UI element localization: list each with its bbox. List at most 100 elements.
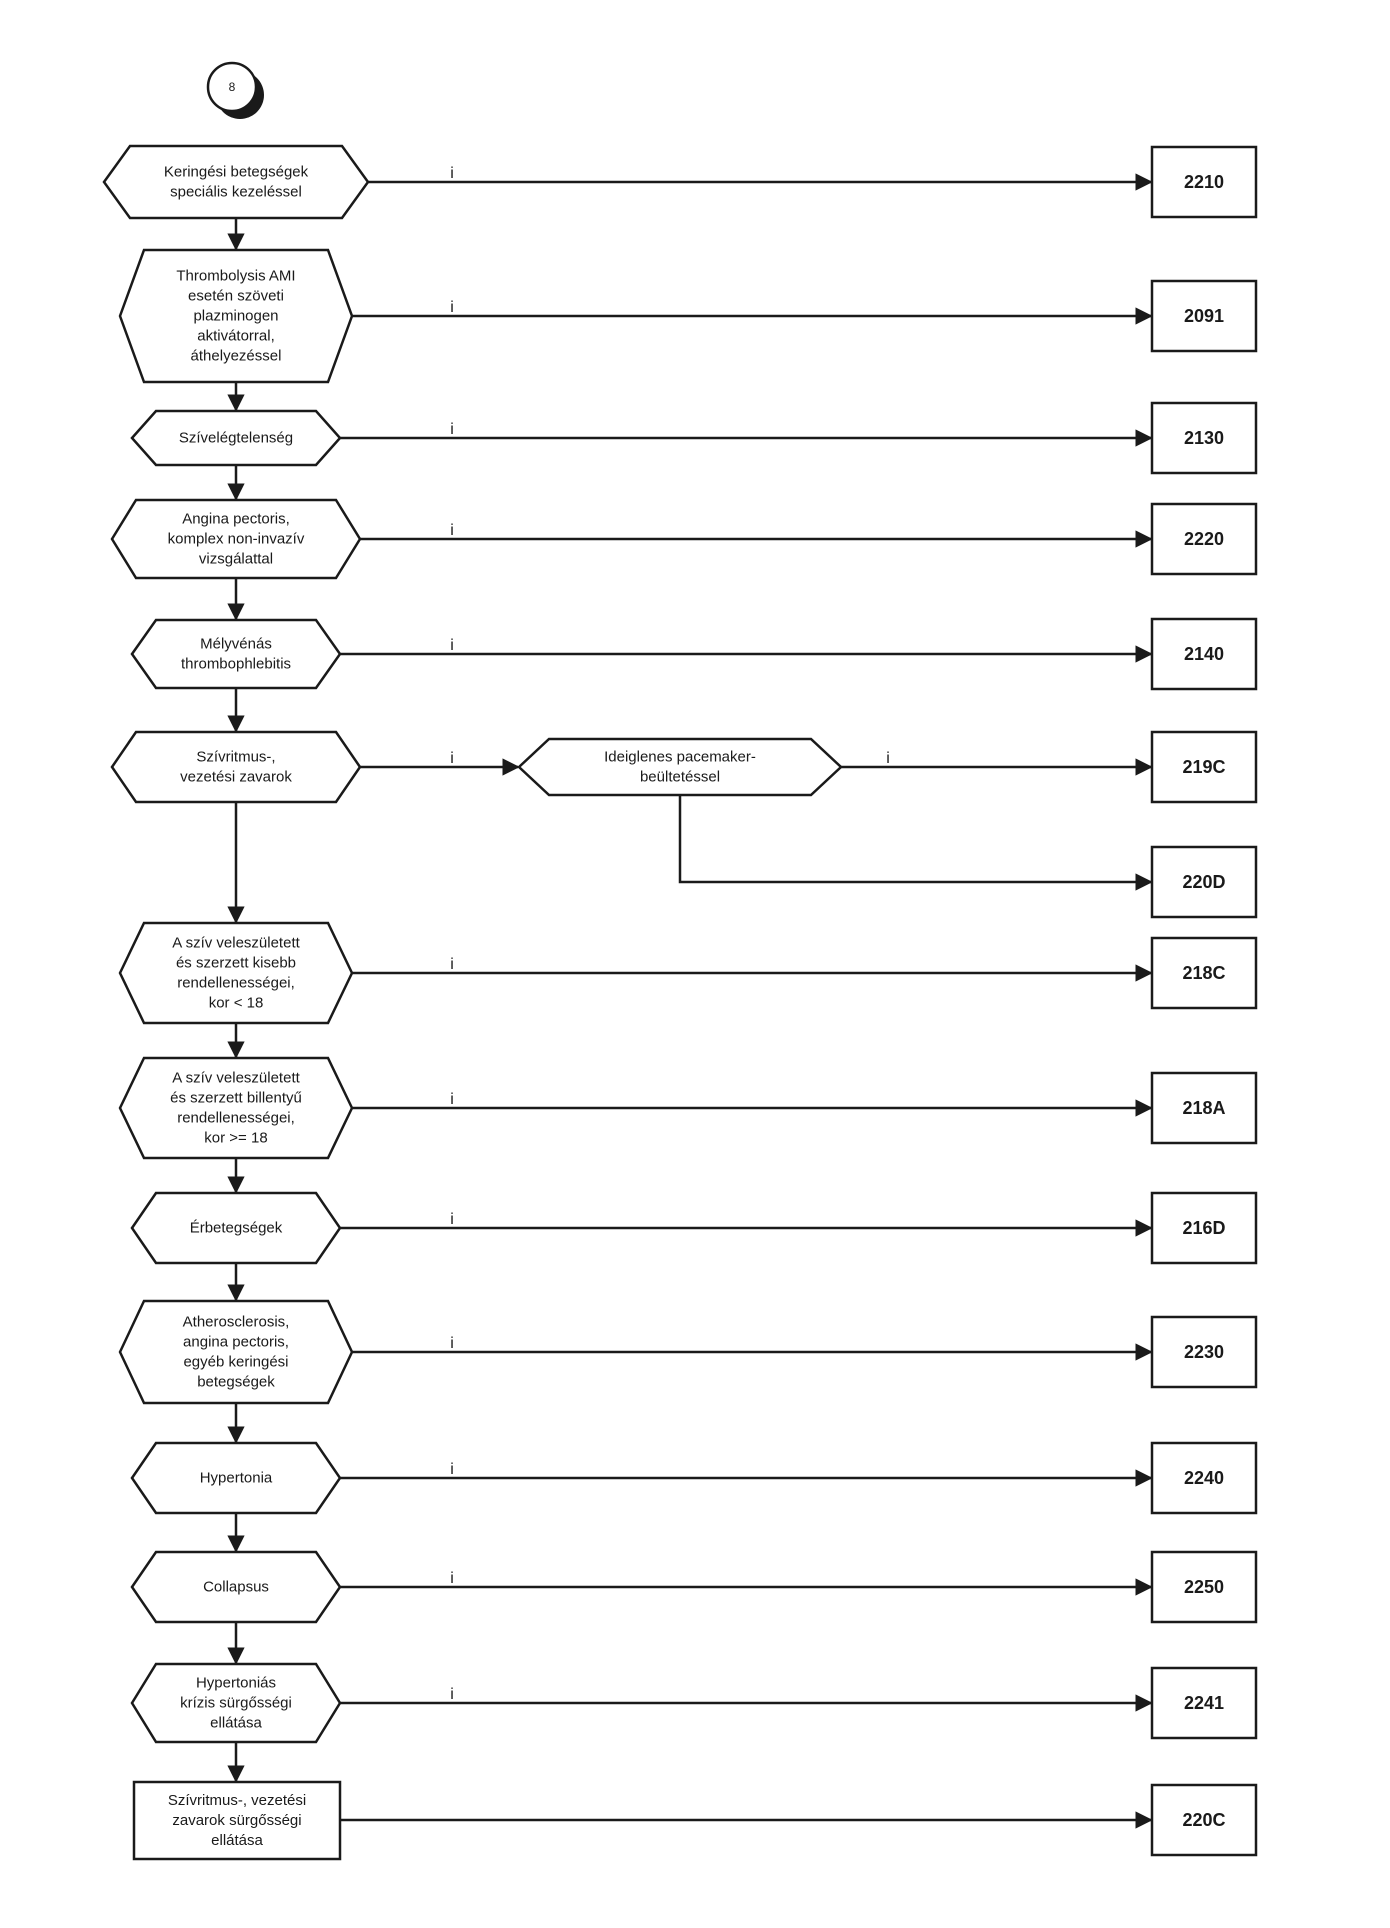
code-box-2140 xyxy=(1150,617,1258,691)
edge-label-yes: i xyxy=(450,522,454,539)
code-box-2241 xyxy=(1150,1666,1258,1740)
edge-label-yes: i xyxy=(886,750,890,767)
decision-label: esetén szöveti xyxy=(188,288,284,305)
decision-label: rendellenességei, xyxy=(177,975,295,992)
decision-label: és szerzett kisebb xyxy=(176,955,296,972)
decision-label: speciális kezeléssel xyxy=(170,184,302,201)
edge-label-yes: i xyxy=(450,637,454,654)
code-label: 218A xyxy=(1182,1098,1225,1118)
edge-label-yes: i xyxy=(450,956,454,973)
decision-label: beültetéssel xyxy=(640,769,720,786)
decision-label: aktivátorral, xyxy=(197,328,275,345)
code-label: 2230 xyxy=(1184,1342,1224,1362)
decision-d1 xyxy=(102,144,370,220)
decision-label: Szívelégtelenség xyxy=(179,430,293,447)
code-label: 2130 xyxy=(1184,428,1224,448)
decision-label: vezetési zavarok xyxy=(180,769,292,786)
decision-label: thrombophlebitis xyxy=(181,656,291,673)
decision-label: angina pectoris, xyxy=(183,1334,289,1351)
code-box-2091 xyxy=(1150,279,1258,353)
process-label: zavarok sürgősségi xyxy=(172,1812,301,1829)
nodes-layer xyxy=(102,61,1258,1861)
process-label: ellátása xyxy=(211,1832,263,1849)
decision-label: kor >= 18 xyxy=(204,1130,267,1147)
code-box-216d xyxy=(1150,1191,1258,1265)
code-box-2220 xyxy=(1150,502,1258,576)
edge-label-yes: i xyxy=(450,1211,454,1228)
decision-label: Atherosclerosis, xyxy=(183,1314,290,1331)
code-label: 2250 xyxy=(1184,1577,1224,1597)
code-box-2250 xyxy=(1150,1550,1258,1624)
code-label: 2091 xyxy=(1184,306,1224,326)
decision-pacemaker xyxy=(517,737,843,797)
edge-label-yes: i xyxy=(450,1091,454,1108)
code-box-2230 xyxy=(1150,1315,1258,1389)
code-label: 220D xyxy=(1182,872,1225,892)
decision-label: egyéb keringési xyxy=(183,1354,288,1371)
decision-label: Érbetegségek xyxy=(190,1220,283,1237)
code-box-2240 xyxy=(1150,1441,1258,1515)
decision-label: plazminogen xyxy=(193,308,278,325)
decision-label: és szerzett billentyű xyxy=(170,1090,302,1107)
no-edge-pacemaker xyxy=(678,795,1153,891)
code-label: 2220 xyxy=(1184,529,1224,549)
decision-label: Thrombolysis AMI xyxy=(176,268,295,285)
code-box-2130 xyxy=(1150,401,1258,475)
decision-label: komplex non-invazív xyxy=(168,531,305,548)
decision-label: Hypertonia xyxy=(200,1470,273,1487)
decision-label: A szív veleszületett xyxy=(172,1070,300,1087)
code-label: 218C xyxy=(1182,963,1225,983)
edge-label-yes: i xyxy=(450,1461,454,1478)
edge-label-yes: i xyxy=(450,1686,454,1703)
decision-d8 xyxy=(118,1056,354,1160)
code-label: 2210 xyxy=(1184,172,1224,192)
decision-label: Ideiglenes pacemaker- xyxy=(604,749,756,766)
decision-d2 xyxy=(118,248,354,384)
start-connector-label: 8 xyxy=(229,80,236,94)
code-label: 2140 xyxy=(1184,644,1224,664)
decision-label: Hypertoniás xyxy=(196,1675,276,1692)
edge-label-yes: i xyxy=(450,1335,454,1352)
decision-label: áthelyezéssel xyxy=(191,348,282,365)
code-box-220d xyxy=(1150,845,1258,919)
decision-label: betegségek xyxy=(197,1374,275,1391)
decision-d4 xyxy=(110,498,362,580)
decision-label: Collapsus xyxy=(203,1579,269,1596)
code-box-220c xyxy=(1150,1783,1258,1857)
decision-d3 xyxy=(130,409,342,467)
edge-label-yes: i xyxy=(450,165,454,182)
edge-label-yes: i xyxy=(450,750,454,767)
edge-label-yes: i xyxy=(450,421,454,438)
edges-layer xyxy=(227,173,1153,1829)
process-label: Szívritmus-, vezetési xyxy=(168,1792,306,1809)
decision-d9 xyxy=(130,1191,342,1265)
decision-d7 xyxy=(118,921,354,1025)
labels-layer: 8 2210 2091 2130 2220 2140 219C 220D 218C 218A 216… xyxy=(164,80,1226,1849)
decision-label: ellátása xyxy=(210,1715,262,1732)
decision-label: Keringési betegségek xyxy=(164,164,309,181)
decision-d13 xyxy=(130,1662,342,1744)
decision-label: A szív veleszületett xyxy=(172,935,300,952)
code-label: 2241 xyxy=(1184,1693,1224,1713)
decision-label: Angina pectoris, xyxy=(182,511,290,528)
edge-label-yes: i xyxy=(450,299,454,316)
decision-label: kor < 18 xyxy=(209,995,264,1012)
decision-label: Mélyvénás xyxy=(200,636,272,653)
start-connector xyxy=(206,61,258,113)
code-label: 2240 xyxy=(1184,1468,1224,1488)
decision-d5 xyxy=(130,618,342,690)
code-box-2210 xyxy=(1150,145,1258,219)
decision-d12 xyxy=(130,1550,342,1624)
code-label: 220C xyxy=(1182,1810,1225,1830)
code-box-218a xyxy=(1150,1071,1258,1145)
code-label: 219C xyxy=(1182,757,1225,777)
decision-label: krízis sürgősségi xyxy=(180,1695,292,1712)
edge-label-yes: i xyxy=(450,1570,454,1587)
code-label: 216D xyxy=(1182,1218,1225,1238)
code-box-219c xyxy=(1150,730,1258,804)
decision-d10 xyxy=(118,1299,354,1405)
code-box-218c xyxy=(1150,936,1258,1010)
process-box-final xyxy=(132,1780,342,1861)
decision-label: rendellenességei, xyxy=(177,1110,295,1127)
